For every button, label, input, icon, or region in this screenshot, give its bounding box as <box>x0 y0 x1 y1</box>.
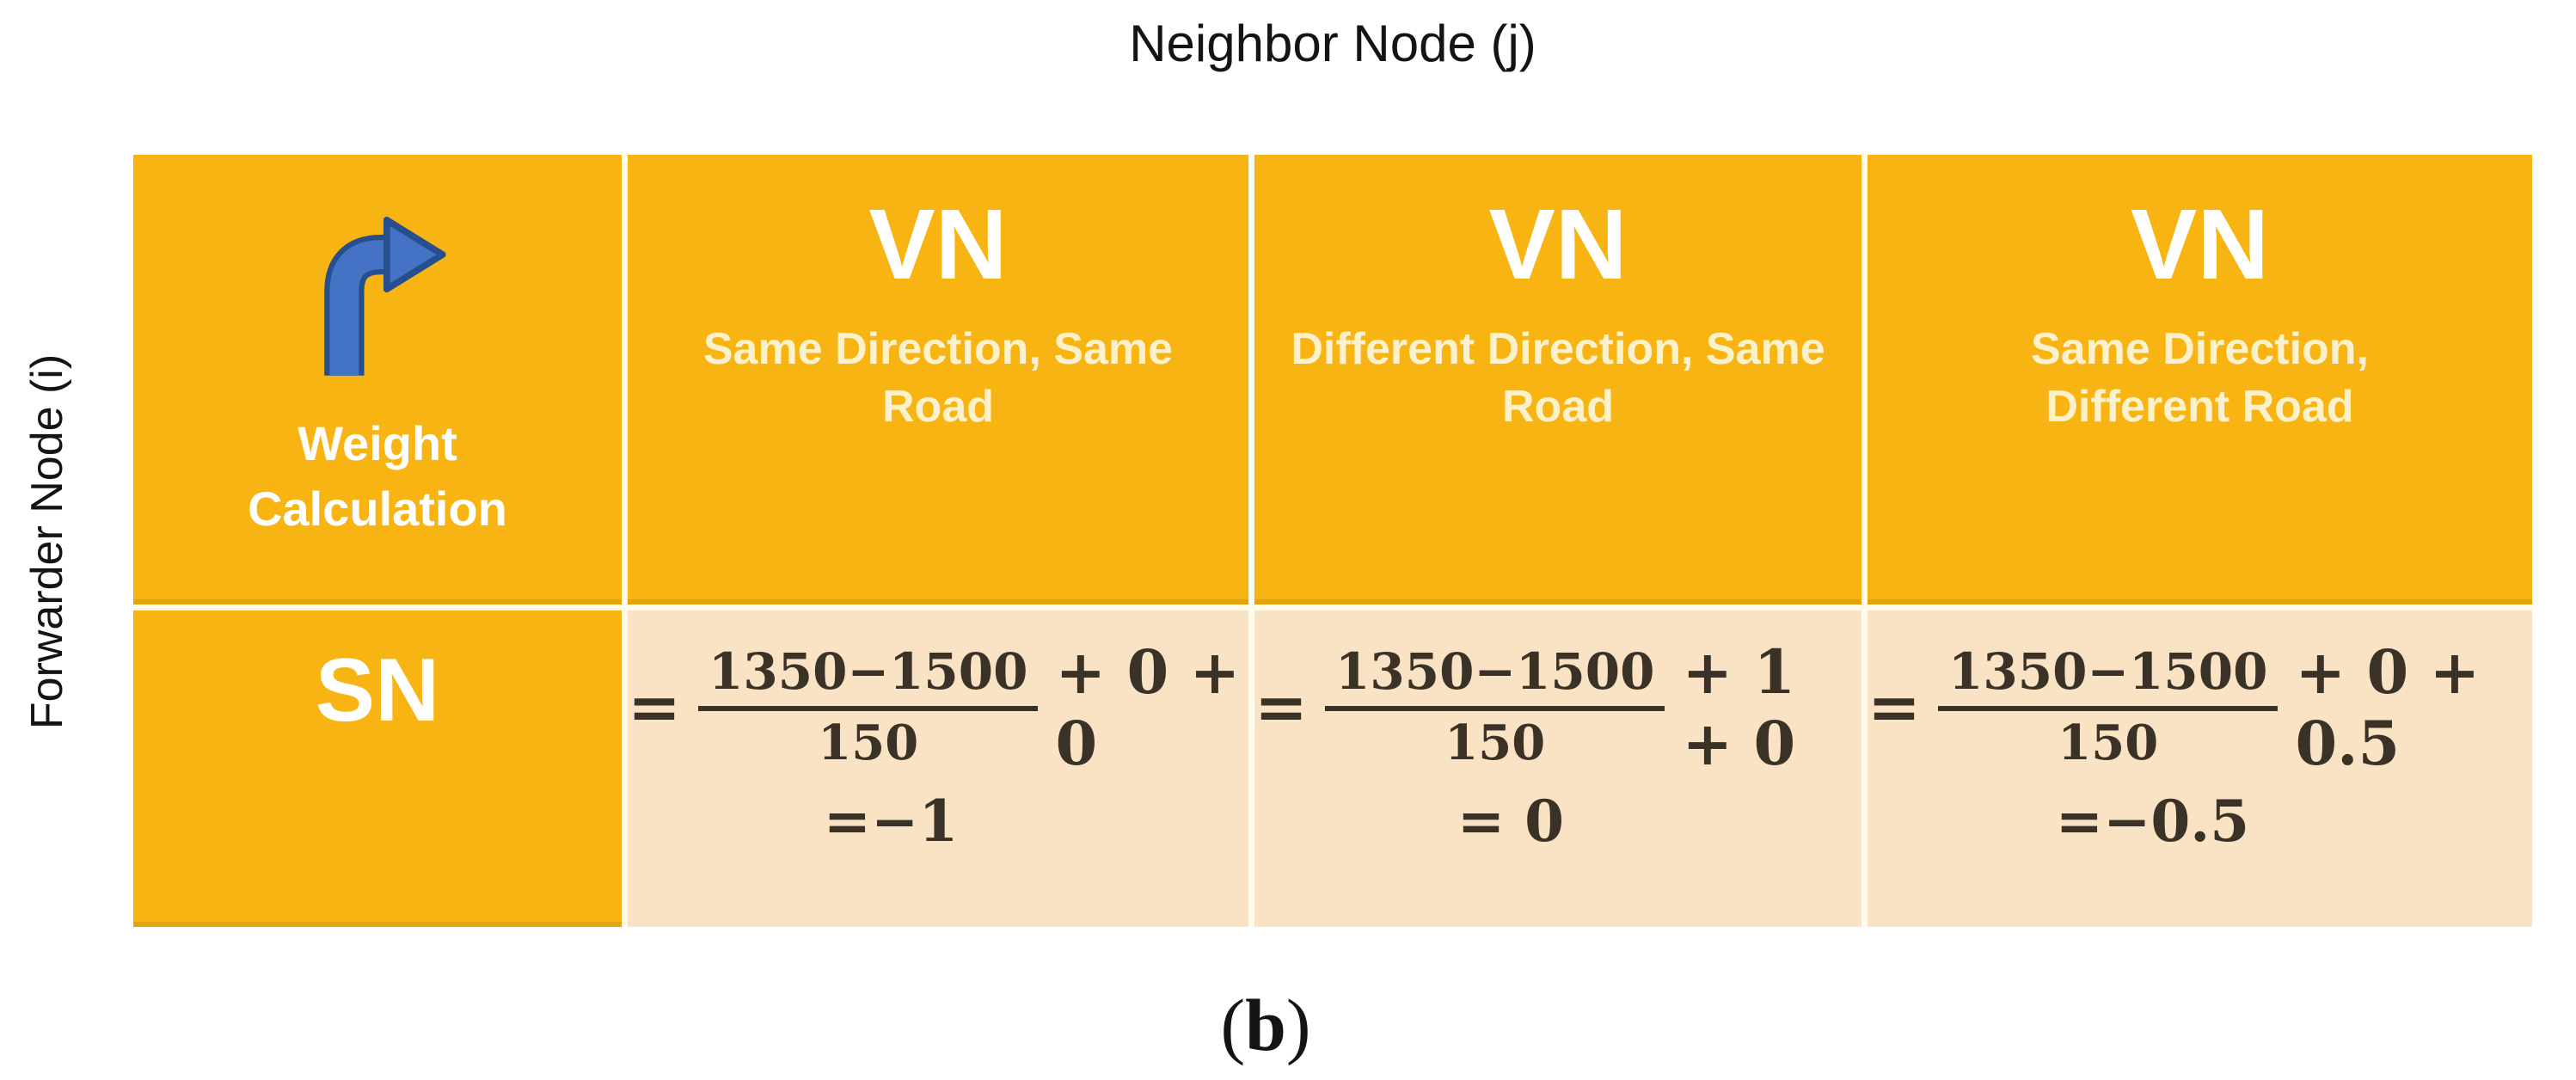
formula-result: =−0.5 <box>2055 788 2250 855</box>
formula-cell-same-direction-different-road: = 1350−1500 150 + 0 + 0.5 =−0.5 <box>1868 611 2532 927</box>
fraction-numerator: 1350−1500 <box>1938 643 2279 711</box>
column-code: VN <box>868 188 1008 300</box>
column-header-different-direction-same-road: VN Different Direction, Same Road <box>1254 155 1861 604</box>
corner-header-label: Weight Calculation <box>248 411 507 541</box>
column-subtitle: Different Direction, Same Road <box>1291 323 1825 433</box>
equals-sign: = <box>1254 671 1309 745</box>
column-header-same-direction-same-road: VN Same Direction, Same Road <box>628 155 1248 604</box>
formula-tail: + 1 + 0 <box>1682 636 1796 779</box>
column-subtitle: Same Direction, Same Road <box>702 323 1174 433</box>
corner-label-line1: Weight <box>297 416 457 470</box>
fraction-numerator: 1350−1500 <box>1325 643 1665 711</box>
figure-caption: (b) <box>1220 982 1310 1068</box>
column-code: VN <box>2130 188 2270 300</box>
fraction-denominator: 150 <box>1444 714 1546 771</box>
column-header-same-direction-different-road: VN Same Direction, Different Road <box>1868 155 2532 604</box>
corner-label-line2: Calculation <box>248 481 507 536</box>
top-axis-label: Neighbor Node (j) <box>1129 15 1536 72</box>
column-code: VN <box>1488 188 1628 300</box>
equals-sign: = <box>1868 671 1922 745</box>
formula-tail: + 0 + 0.5 <box>2295 636 2481 779</box>
formula-cell-different-direction-same-road: = 1350−1500 150 + 1 + 0 = 0 <box>1254 611 1861 927</box>
formula-expression: = 1350−1500 150 + 0 + 0.5 <box>1868 636 2532 779</box>
left-axis-label: Forwarder Node (i) <box>22 353 72 730</box>
corner-header-cell: Weight Calculation <box>133 155 622 604</box>
row-header-sn-cell: SN <box>133 611 622 927</box>
fraction: 1350−1500 150 <box>1325 643 1665 772</box>
weight-calculation-table: Weight Calculation VN Same Direction, Sa… <box>133 155 2532 927</box>
formula-result: =−1 <box>823 788 959 855</box>
fraction: 1350−1500 150 <box>1938 643 2279 772</box>
equals-sign: = <box>628 671 682 745</box>
turn-right-arrow-icon <box>324 217 446 376</box>
row-header-label: SN <box>315 641 440 740</box>
caption-open-paren: ( <box>1220 984 1246 1066</box>
formula-result: = 0 <box>1457 788 1565 855</box>
formula-tail: + 0 + 0 <box>1055 636 1241 779</box>
fraction-denominator: 150 <box>818 714 919 771</box>
caption-close-paren: ) <box>1285 984 1311 1066</box>
formula-cell-same-direction-same-road: = 1350−1500 150 + 0 + 0 =−1 <box>628 611 1248 927</box>
formula-expression: = 1350−1500 150 + 0 + 0 <box>628 636 1248 779</box>
column-subtitle: Same Direction, Different Road <box>2030 323 2370 433</box>
fraction-numerator: 1350−1500 <box>698 643 1039 711</box>
caption-letter: b <box>1245 984 1286 1066</box>
fraction: 1350−1500 150 <box>698 643 1039 772</box>
fraction-denominator: 150 <box>2058 714 2159 771</box>
formula-expression: = 1350−1500 150 + 1 + 0 <box>1254 636 1861 779</box>
